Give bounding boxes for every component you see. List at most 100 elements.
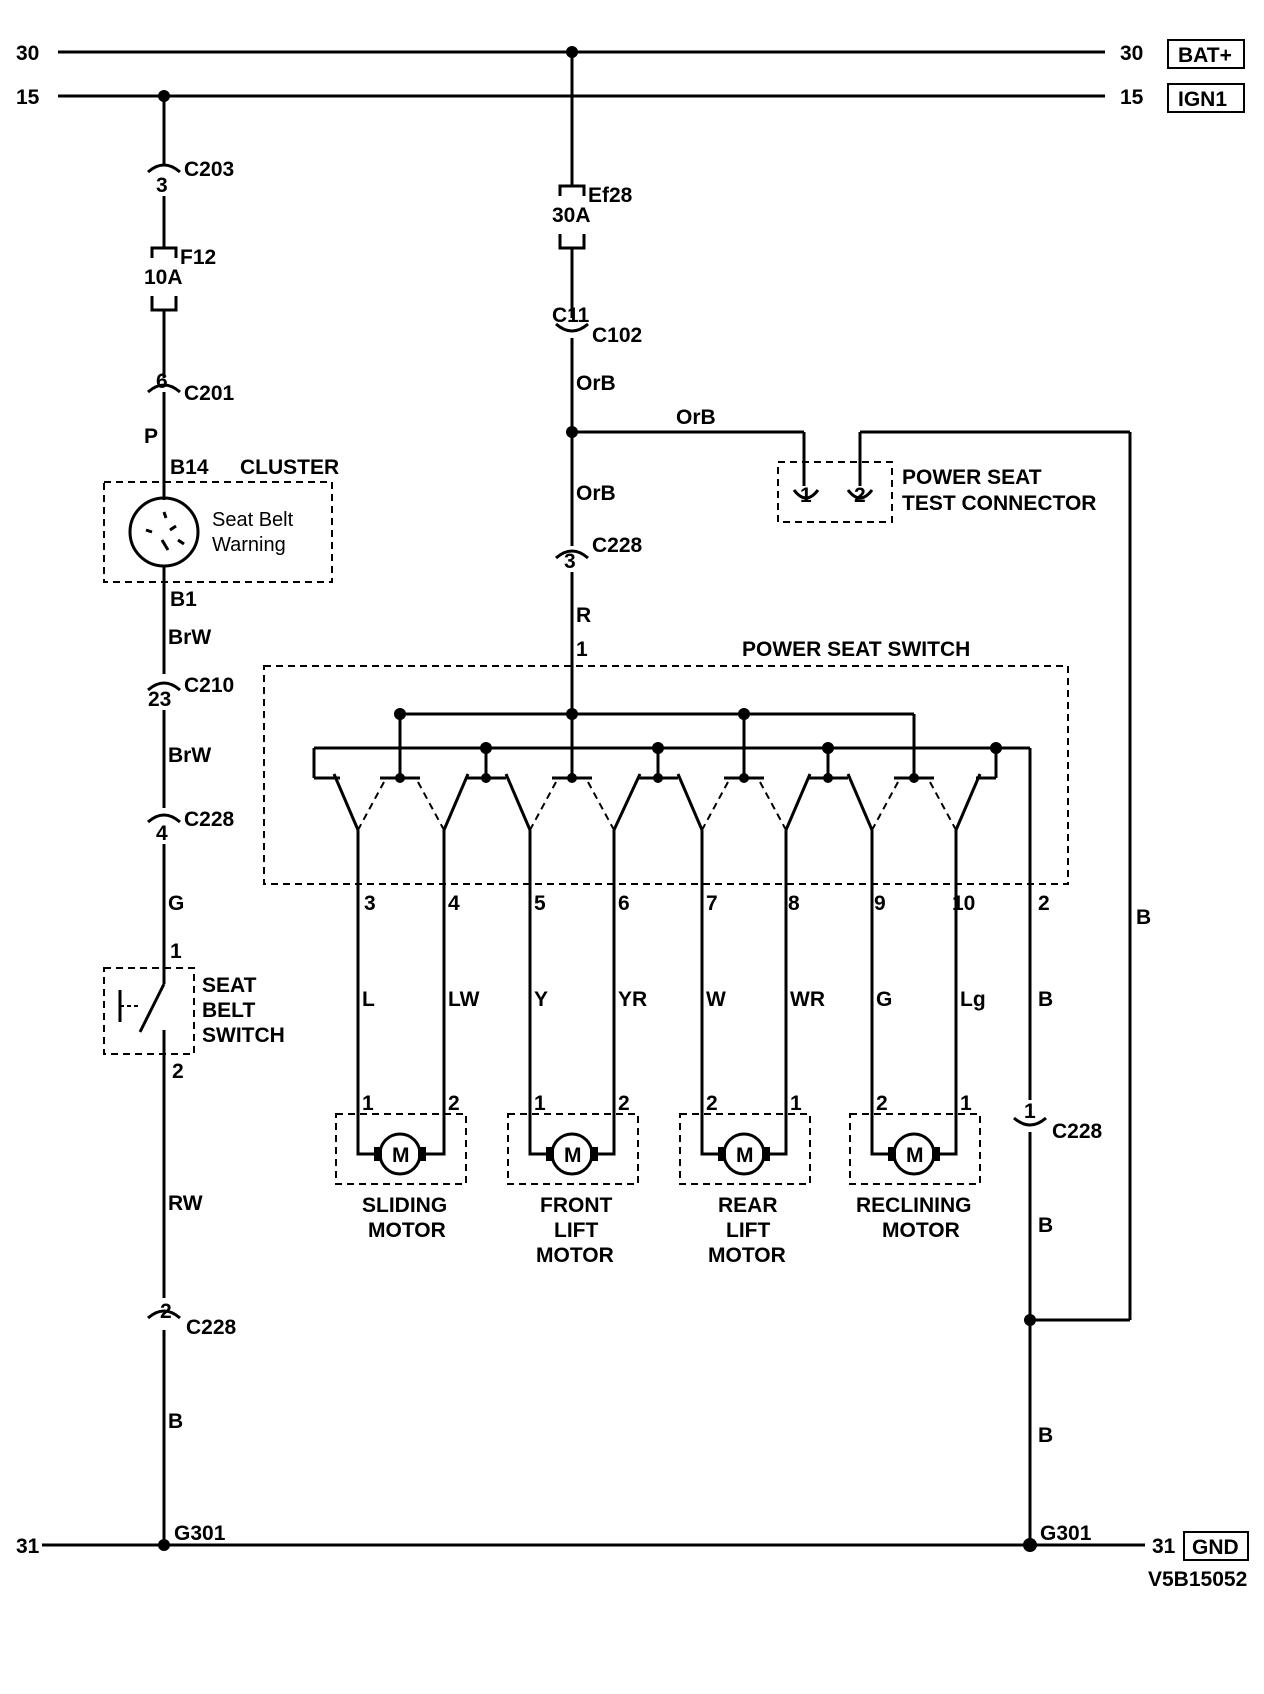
switch-pin-6: 6 — [618, 892, 630, 915]
wire-brw2-label: BrW — [168, 744, 211, 767]
test-connector-pin1-symbol — [792, 489, 820, 500]
wire-w-label: W — [706, 988, 726, 1011]
motor-sliding: 1 2 M SLIDING MOTOR — [335, 1092, 467, 1242]
motor-rear-lift: 2 1 M REAR LIFT MOTOR — [679, 1092, 811, 1267]
rear-lift-motor-label2: LIFT — [726, 1219, 770, 1242]
ign-tag-box — [1167, 83, 1245, 113]
connector-c228-right-symbol — [1013, 1116, 1047, 1127]
wire-orb2-label: OrB — [576, 482, 616, 505]
test-connector-label1: POWER SEAT — [902, 466, 1042, 489]
lamp-label-line1: Seat Belt — [212, 509, 294, 531]
c228-right-pin: 1 — [1024, 1100, 1036, 1123]
wire-b-mid-label: B — [1038, 1214, 1053, 1237]
wire-l-label: L — [362, 988, 375, 1011]
cluster-box — [103, 481, 333, 583]
c228-center-pin: 3 — [564, 550, 576, 573]
wire-brw1-label: BrW — [168, 626, 211, 649]
wire-yr-label: YR — [618, 988, 647, 1011]
switch-pin-3: 3 — [364, 892, 376, 915]
ground-rail-right-number: 31 — [1152, 1535, 1176, 1558]
front-lift-motor-pin-right: 2 — [618, 1092, 630, 1115]
wire-p-label: P — [144, 425, 158, 448]
wire-lw-label: LW — [448, 988, 480, 1011]
fuse-f12-rating: 10A — [144, 266, 183, 289]
power-seat-switch: POWER SEAT SWITCH — [263, 638, 1069, 1100]
sliding-motor-symbol: M — [392, 1144, 410, 1167]
reclining-motor-label1: RECLINING — [856, 1194, 972, 1217]
fuse-ef28-name: Ef28 — [588, 184, 633, 207]
switch-pin-2: 2 — [1038, 892, 1050, 915]
reclining-motor-box — [849, 1113, 981, 1185]
fuse-f12: F12 10A — [144, 246, 216, 312]
cluster-pin-b1: B1 — [170, 588, 197, 611]
switch-pin-9: 9 — [874, 892, 886, 915]
c228b-label: C228 — [186, 1316, 237, 1339]
wire-g-motor-label: G — [876, 988, 892, 1011]
ground-node-left — [158, 1539, 170, 1551]
front-lift-motor-icon — [550, 1132, 594, 1176]
power-seat-feed-circuit: Ef28 30A C11 C102 OrB OrB OrB 3 C228 R 1… — [552, 46, 1130, 714]
sliding-motor-label2: MOTOR — [368, 1219, 446, 1242]
power-seat-switch-title: POWER SEAT SWITCH — [742, 638, 970, 661]
c203-pin: 3 — [156, 174, 168, 197]
wire-orb1-label: OrB — [576, 372, 616, 395]
seat-belt-switch-box — [103, 967, 195, 1055]
ground-rail-left-number: 31 — [16, 1535, 40, 1558]
wire-r-label: R — [576, 604, 591, 627]
rear-lift-motor-symbol: M — [736, 1144, 754, 1167]
c210-pin: 23 — [148, 688, 171, 711]
ground-return-circuit: 1 C228 B B B G301 — [1013, 432, 1151, 1552]
connector-c228a-symbol — [147, 813, 181, 824]
c228a-label: C228 — [184, 808, 235, 831]
ground-rail: 31 31 GND — [16, 1531, 1249, 1561]
rear-lift-motor-pin-right: 1 — [790, 1092, 802, 1115]
seat-belt-switch-label2: BELT — [202, 999, 255, 1022]
wire-y-label: Y — [534, 988, 548, 1011]
test-connector-pin2-symbol — [846, 489, 874, 500]
wire-g-label: G — [168, 892, 184, 915]
gnd-tag-box — [1183, 1531, 1249, 1561]
seat-belt-switch-label1: SEAT — [202, 974, 257, 997]
connector-c102-symbol — [555, 322, 589, 333]
ign-rail: 15 15 IGN1 — [16, 83, 1245, 113]
rear-lift-motor-pin-left: 2 — [706, 1092, 718, 1115]
c210-label: C210 — [184, 674, 234, 697]
fuse-f12-name: F12 — [180, 246, 216, 269]
ign-rail-left-number: 15 — [16, 86, 40, 109]
connector-c201-symbol — [147, 383, 181, 394]
reclining-motor-pin-right: 1 — [960, 1092, 972, 1115]
c201-label: C201 — [184, 382, 235, 405]
front-lift-motor-label1: FRONT — [540, 1194, 612, 1217]
front-lift-motor-symbol: M — [564, 1144, 582, 1167]
ign-rail-right-number: 15 — [1120, 86, 1144, 109]
reclining-motor-symbol: M — [906, 1144, 924, 1167]
gnd-tag: GND — [1192, 1536, 1239, 1559]
power-seat-switch-pin1: 1 — [576, 638, 588, 661]
seat-belt-switch-pin1: 1 — [170, 940, 182, 963]
c203-label: C203 — [184, 158, 234, 181]
bat-tag: BAT+ — [1178, 44, 1232, 67]
reclining-motor-icon — [892, 1132, 936, 1176]
bat-rail-left-number: 30 — [16, 42, 39, 65]
connector-c228b-symbol — [147, 1309, 181, 1320]
wire-wr-label: WR — [790, 988, 825, 1011]
wire-lg-label: Lg — [960, 988, 986, 1011]
seat-belt-warning-circuit: 3 C203 F12 10A 6 C201 P B14 CLUSTER Seat… — [103, 90, 339, 1551]
reclining-motor-label2: MOTOR — [882, 1219, 960, 1242]
front-lift-motor-label2: LIFT — [554, 1219, 598, 1242]
c228-right-label: C228 — [1052, 1120, 1103, 1143]
reclining-motor-pin-left: 2 — [876, 1092, 888, 1115]
wire-rw-label: RW — [168, 1192, 203, 1215]
seat-belt-warning-lamp-icon — [128, 496, 200, 568]
switch-pin-7: 7 — [706, 892, 718, 915]
switch-pin-8: 8 — [788, 892, 800, 915]
c228-center-label: C228 — [592, 534, 643, 557]
cluster-title: CLUSTER — [240, 456, 339, 479]
motor-wires: L LW Y YR W WR G Lg B — [356, 830, 1053, 1156]
test-connector-pin1: 1 — [800, 484, 812, 507]
figure-id: V5B15052 — [1148, 1568, 1247, 1591]
c228b-pin: 2 — [160, 1300, 172, 1323]
wire-orb-horizontal-label: OrB — [676, 406, 716, 429]
lamp-filament — [145, 511, 185, 551]
